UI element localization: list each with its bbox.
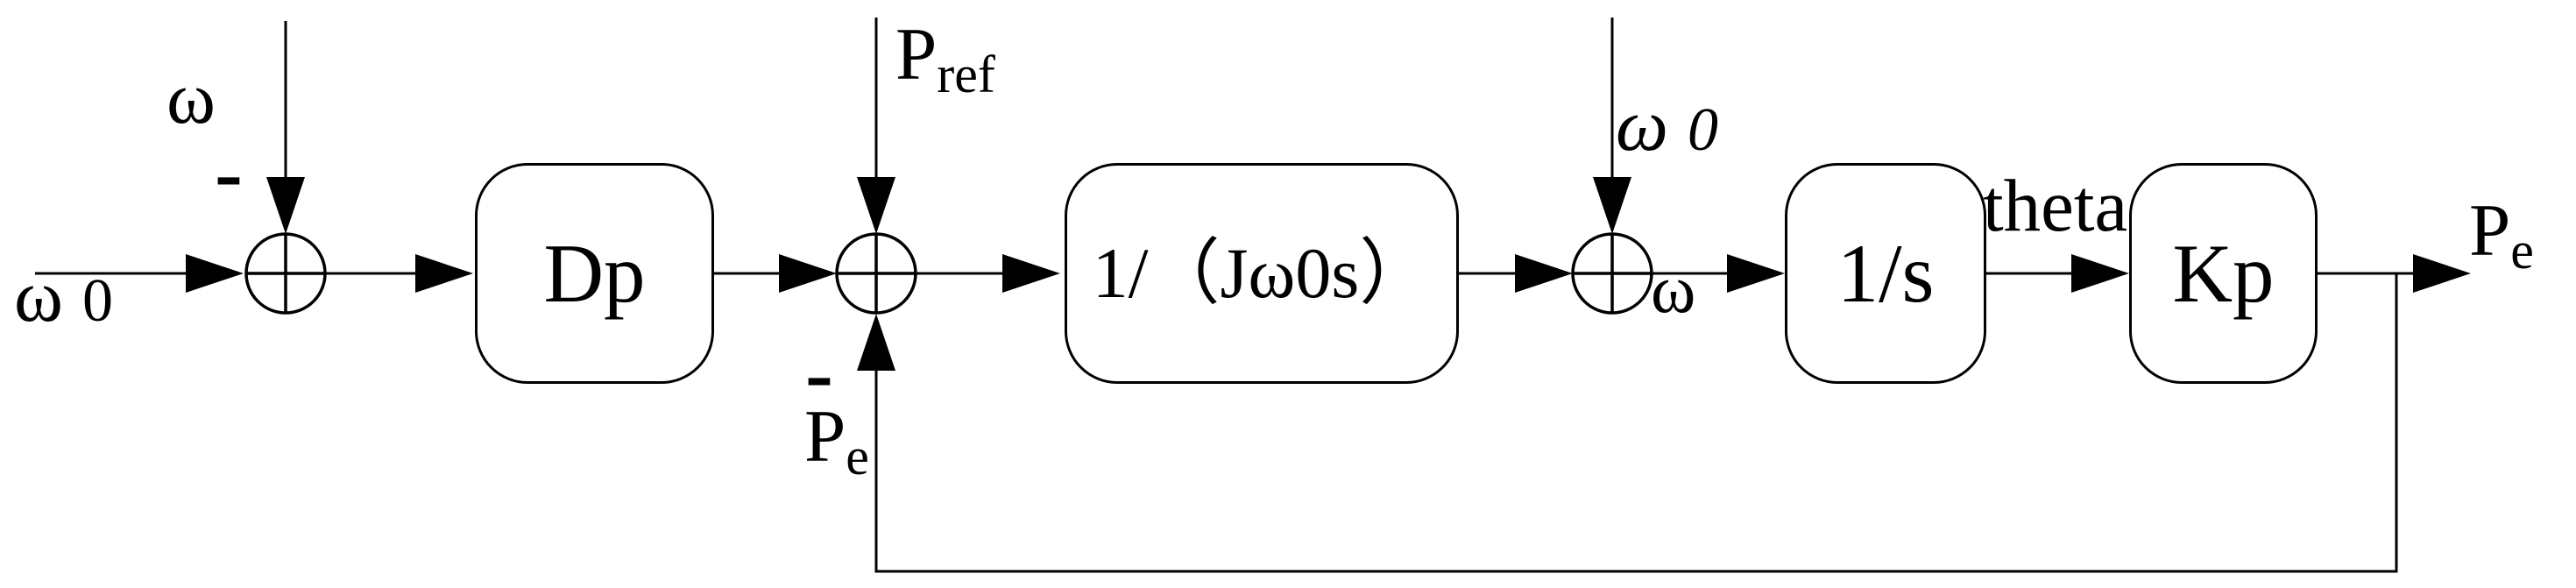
input-line-omega0 [35, 254, 244, 293]
arrowhead-down [857, 177, 895, 234]
label-omega-j1: ω [166, 57, 216, 139]
label-theta: theta [1983, 165, 2128, 247]
block-inertia: 1/（Jω0s） [1065, 163, 1459, 384]
line-j1-to-dp [325, 254, 473, 293]
input-line-omega0-top [1593, 18, 1631, 234]
arrowhead-up [857, 314, 895, 371]
sum-junction-2 [835, 232, 917, 315]
block-dp-label: Dp [543, 226, 646, 320]
sum-junction-1 [244, 232, 327, 315]
label-p-e-feedback: Pe [804, 395, 869, 485]
arrowhead-right [2413, 254, 2471, 293]
block-gain-kp-label: Kp [2172, 226, 2275, 320]
block-integrator-label: 1/s [1836, 226, 1935, 320]
minus-sign-j1: - [215, 126, 243, 219]
arrowhead-right [1515, 254, 1573, 293]
line-inertia-to-j3 [1459, 254, 1573, 293]
arrowhead-right [1002, 254, 1060, 293]
feedback-path-pe [857, 273, 2398, 573]
sum-junction-3 [1571, 232, 1653, 315]
block-inertia-label: 1/（Jω0s） [1092, 233, 1432, 313]
block-dp: Dp [475, 163, 714, 384]
line-dp-to-j2 [714, 254, 837, 293]
label-p-ref: Pref [895, 13, 995, 103]
arrowhead-right [186, 254, 244, 293]
input-line-omega [266, 21, 305, 234]
line-j3-to-integrator [1652, 254, 1785, 293]
arrowhead-right [2071, 254, 2129, 293]
input-line-pref [857, 18, 895, 234]
arrowhead-down [266, 177, 305, 234]
arrowhead-right [1727, 254, 1785, 293]
label-omega-output: ω [1651, 251, 1696, 327]
line-integrator-to-kp [1986, 254, 2129, 293]
minus-sign-j2: - [805, 327, 833, 420]
arrowhead-right [415, 254, 473, 293]
arrowhead-down [1593, 177, 1631, 234]
block-gain-kp: Kp [2129, 163, 2318, 384]
line-j2-to-inertia [916, 254, 1060, 293]
line-kp-to-output [2318, 254, 2471, 293]
arrowhead-right [779, 254, 837, 293]
block-integrator: 1/s [1785, 163, 1986, 384]
label-p-e-output: Pe [2469, 189, 2534, 280]
